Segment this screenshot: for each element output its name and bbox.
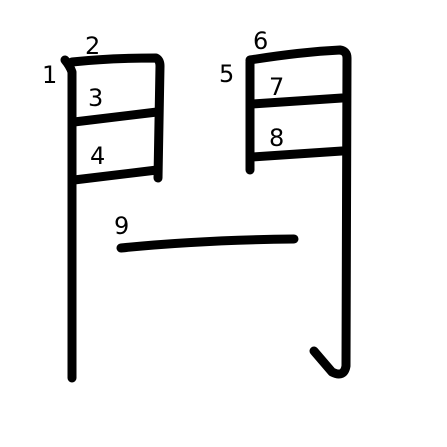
stroke-2 xyxy=(67,53,165,183)
stroke-4 xyxy=(69,165,162,185)
stroke-number-3: 3 xyxy=(88,84,103,112)
stroke-number-2: 2 xyxy=(85,32,100,60)
stroke-6 xyxy=(245,45,352,379)
stroke-number-7: 7 xyxy=(269,73,284,101)
stroke-8 xyxy=(247,146,347,162)
stroke-number-1: 1 xyxy=(42,61,57,89)
stroke-number-4: 4 xyxy=(90,142,105,170)
stroke-9 xyxy=(116,234,299,253)
stroke-3 xyxy=(69,107,162,127)
stroke-number-5: 5 xyxy=(219,60,234,88)
stroke-1 xyxy=(60,55,77,383)
stroke-number-8: 8 xyxy=(269,124,284,152)
stroke-number-6: 6 xyxy=(253,27,268,55)
stroke-number-9: 9 xyxy=(114,212,129,240)
stroke-7 xyxy=(247,93,347,109)
